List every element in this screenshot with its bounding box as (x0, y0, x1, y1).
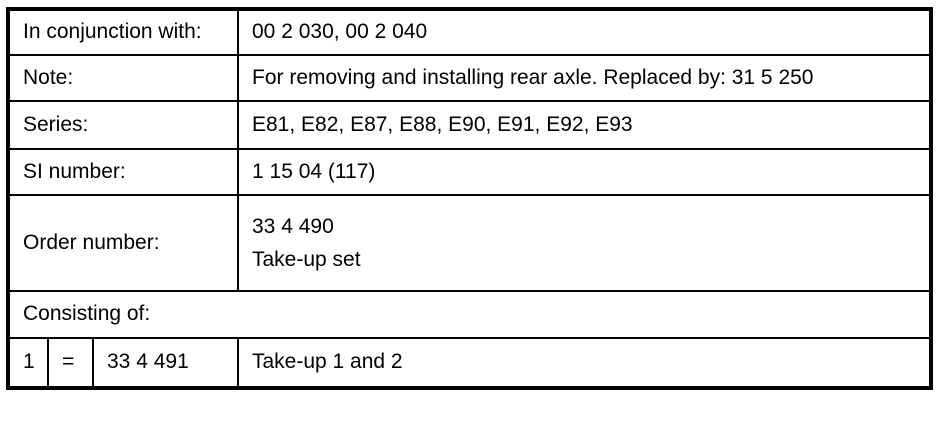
item-part-number: 33 4 491 (92, 337, 239, 389)
label-note: Note: (7, 54, 239, 102)
row-note: Note: For removing and installing rear a… (7, 54, 932, 102)
row-item-1: 1 = 33 4 491 Take-up 1 and 2 (7, 337, 932, 389)
label-in-conjunction-with: In conjunction with: (7, 8, 239, 56)
value-order-number: 33 4 490 Take-up set (237, 194, 932, 292)
row-order-number: Order number: 33 4 490 Take-up set (7, 194, 932, 292)
info-table: In conjunction with: 00 2 030, 00 2 040 … (6, 7, 933, 390)
row-in-conjunction-with: In conjunction with: 00 2 030, 00 2 040 (7, 8, 932, 56)
item-position: 1 (7, 337, 49, 389)
label-si-number: SI number: (7, 148, 239, 196)
item-equals-sign: = (47, 337, 94, 389)
label-order-number: Order number: (7, 194, 239, 292)
order-number-name: Take-up set (252, 248, 361, 271)
value-si-number: 1 15 04 (117) (237, 148, 932, 196)
label-series: Series: (7, 100, 239, 150)
row-si-number: SI number: 1 15 04 (117) (7, 148, 932, 196)
order-number-code: 33 4 490 (252, 215, 334, 238)
row-consisting-of: Consisting of: (7, 290, 932, 339)
row-series: Series: E81, E82, E87, E88, E90, E91, E9… (7, 100, 932, 150)
item-description: Take-up 1 and 2 (237, 337, 932, 389)
value-note: For removing and installing rear axle. R… (237, 54, 932, 102)
value-in-conjunction-with: 00 2 030, 00 2 040 (237, 8, 932, 56)
value-series: E81, E82, E87, E88, E90, E91, E92, E93 (237, 100, 932, 150)
section-header-consisting-of: Consisting of: (7, 290, 932, 339)
